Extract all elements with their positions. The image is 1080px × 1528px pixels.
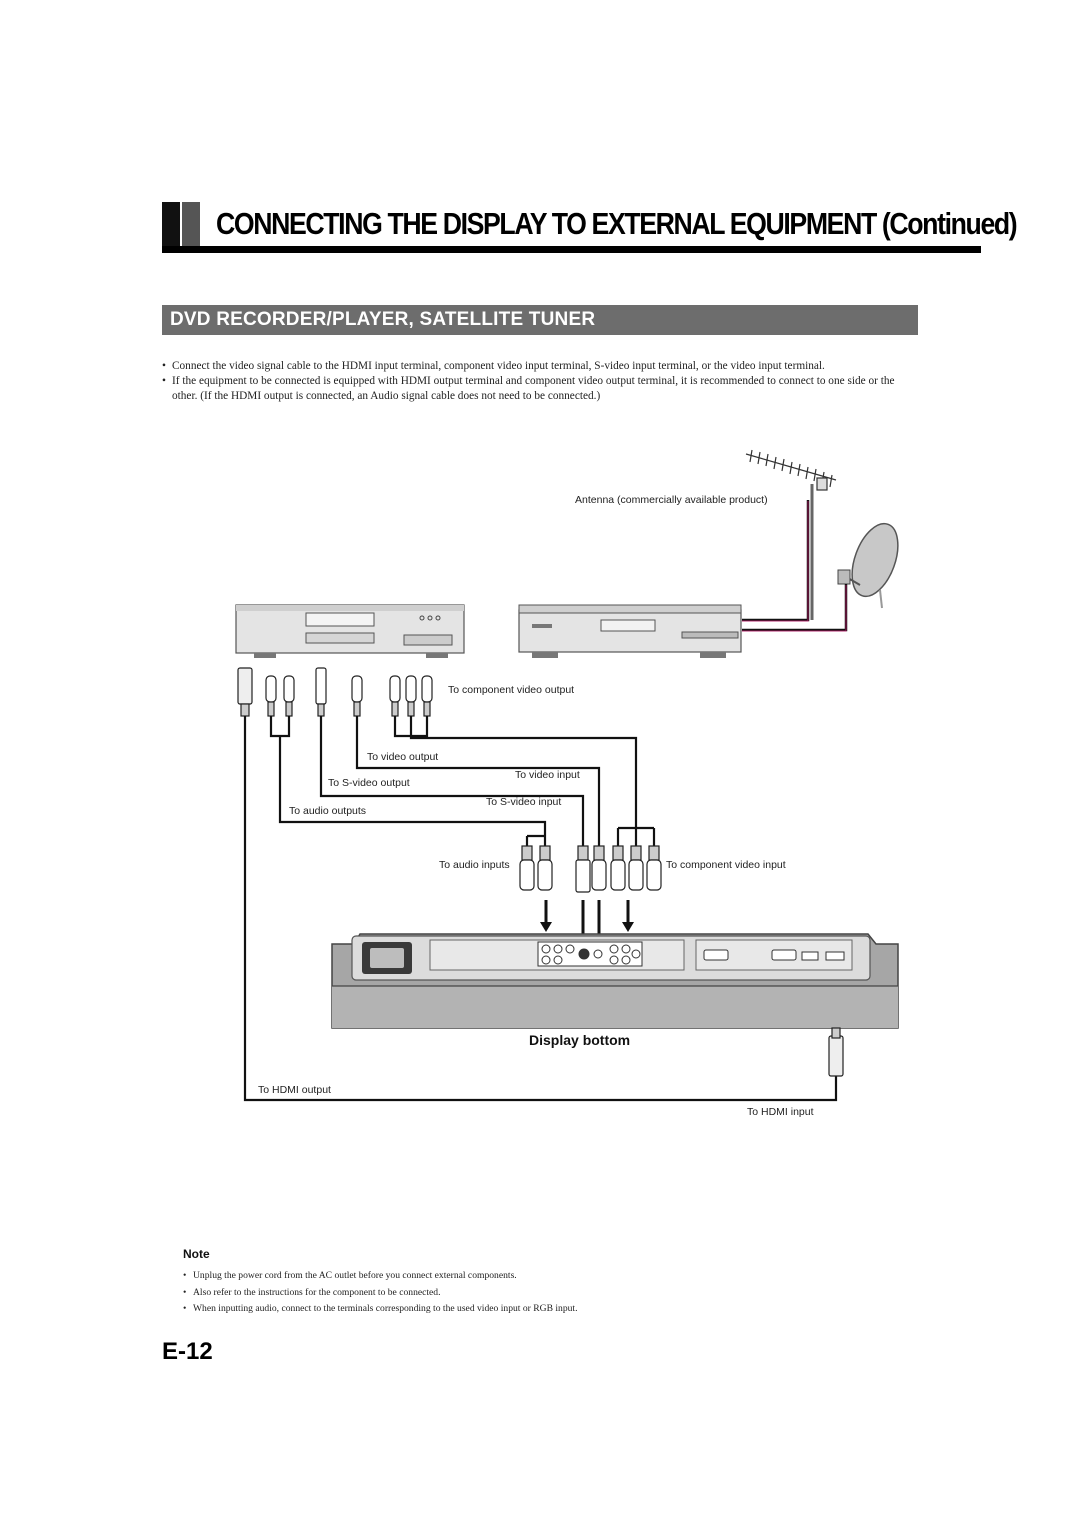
label-to-video-output: To video output bbox=[367, 751, 439, 763]
page-number: E-12 bbox=[162, 1338, 213, 1365]
satellite-dish-icon bbox=[837, 522, 899, 609]
display-bottom-panel bbox=[331, 933, 899, 1029]
output-plugs bbox=[237, 667, 433, 717]
section-heading-bar: DVD RECORDER/PLAYER, SATELLITE TUNER bbox=[162, 305, 918, 335]
label-antenna: Antenna (commercially available product) bbox=[575, 494, 768, 506]
note-item: • When inputting audio, connect to the t… bbox=[183, 1301, 577, 1318]
section-title: DVD RECORDER/PLAYER, SATELLITE TUNER bbox=[170, 309, 596, 330]
note-item: • Also refer to the instructions for the… bbox=[183, 1285, 577, 1302]
instruction-item: • Connect the video signal cable to the … bbox=[162, 359, 902, 374]
instruction-item: • If the equipment to be connected is eq… bbox=[162, 374, 902, 404]
note-list: • Unplug the power cord from the AC outl… bbox=[183, 1268, 577, 1318]
label-to-video-input: To video input bbox=[515, 769, 580, 781]
header-marker-dark bbox=[162, 202, 180, 250]
chapter-header: CONNECTING THE DISPLAY TO EXTERNAL EQUIP… bbox=[162, 202, 1018, 254]
label-to-svideo-output: To S-video output bbox=[328, 777, 410, 789]
note-text: Unplug the power cord from the AC outlet… bbox=[193, 1270, 517, 1281]
instruction-list: • Connect the video signal cable to the … bbox=[162, 359, 902, 404]
hdmi-input-plug bbox=[828, 1027, 844, 1077]
signal-cables bbox=[243, 716, 838, 1102]
antenna-cables bbox=[742, 500, 848, 632]
label-to-svideo-input: To S-video input bbox=[486, 796, 562, 808]
header-rule bbox=[162, 246, 981, 253]
bullet-symbol: • bbox=[183, 1286, 187, 1298]
label-to-component-video-output: To component video output bbox=[448, 684, 575, 696]
bullet-symbol: • bbox=[183, 1270, 187, 1281]
instruction-text: Connect the video signal cable to the HD… bbox=[172, 360, 825, 372]
input-plugs bbox=[519, 845, 662, 893]
satellite-tuner-icon bbox=[518, 604, 742, 658]
bullet-symbol: • bbox=[162, 360, 166, 372]
antenna-icon bbox=[745, 449, 837, 620]
note-item: • Unplug the power cord from the AC outl… bbox=[183, 1268, 577, 1285]
label-to-component-video-input: To component video input bbox=[666, 859, 786, 871]
bullet-symbol: • bbox=[162, 375, 166, 387]
dvd-player-icon bbox=[235, 604, 465, 658]
instruction-text: If the equipment to be connected is equi… bbox=[172, 375, 895, 402]
label-to-audio-outputs: To audio outputs bbox=[289, 805, 367, 817]
label-to-audio-inputs: To audio inputs bbox=[439, 859, 510, 871]
page-title: CONNECTING THE DISPLAY TO EXTERNAL EQUIP… bbox=[216, 206, 1018, 241]
label-to-hdmi-output: To HDMI output bbox=[258, 1084, 331, 1096]
connection-diagram: Antenna (commercially available product)… bbox=[0, 440, 1080, 1140]
note-text: When inputting audio, connect to the ter… bbox=[193, 1303, 578, 1314]
note-text: Also refer to the instructions for the c… bbox=[193, 1286, 441, 1298]
bullet-symbol: • bbox=[183, 1303, 187, 1314]
note-heading: Note bbox=[183, 1247, 210, 1261]
diagram-drawing bbox=[235, 449, 899, 1102]
header-marker-grey bbox=[182, 202, 200, 250]
label-to-hdmi-input: To HDMI input bbox=[747, 1106, 814, 1118]
label-display-bottom: Display bottom bbox=[529, 1032, 631, 1048]
